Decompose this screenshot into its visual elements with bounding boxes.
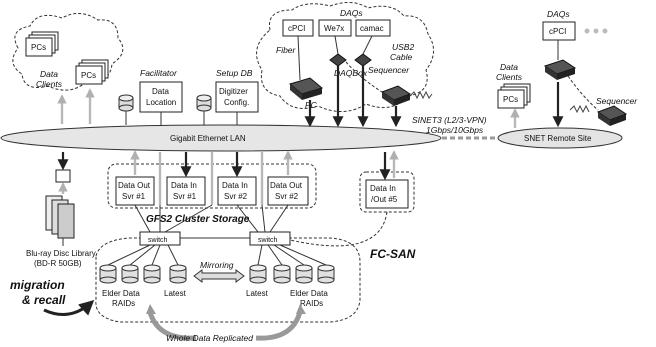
- lan-label: Gigabit Ethernet LAN: [170, 134, 246, 143]
- data-clients-cloud: [12, 13, 124, 91]
- switch-right: switch: [249, 231, 291, 246]
- pc-device-local: [288, 35, 324, 100]
- whole-data-replicated-label: Whole Data Replicated: [166, 333, 253, 343]
- remote-clients-label-1: Data: [500, 62, 518, 72]
- svr-in1-label-2: Svr #1: [173, 192, 197, 201]
- older-left-label-1: Elder Data: [102, 289, 140, 298]
- database-icon-left: [118, 94, 134, 112]
- remote-clients-label-2: Clients: [496, 72, 523, 82]
- pcs-stack-left: PCs: [25, 31, 59, 57]
- setup-db-label: Setup DB: [216, 68, 253, 78]
- switch-left-label: switch: [148, 237, 168, 244]
- bluray-library-icon: [45, 169, 75, 239]
- older-right-label-1: Elder Data: [290, 289, 328, 298]
- gfs2-label: GFS2 Cluster Storage: [146, 214, 250, 225]
- pcs-stack-right: PCs: [75, 59, 109, 85]
- sinet-label-1: SINET3 (L2/3-VPN): [412, 115, 487, 125]
- data-clients-label-2: Clients: [36, 79, 63, 89]
- remote-pcs-stack: PCs: [497, 83, 531, 109]
- bluray-label-1: Blu-ray Disc Library: [26, 249, 96, 258]
- bluray-label-2: (BD-R 50GB): [34, 259, 82, 268]
- daqs-local-label: DAQs: [340, 8, 363, 18]
- pcs-label-b: PCs: [81, 71, 96, 80]
- fiber-label: Fiber: [276, 45, 297, 55]
- snet-remote-site-ellipse: SNET Remote Site: [497, 127, 623, 149]
- daqbox-label: DAQBox: [334, 68, 368, 78]
- raid-disk-group-right: [249, 264, 335, 284]
- server-data-in-1: Data In Svr #1: [166, 176, 206, 206]
- signal-zigzag-remote: [569, 104, 590, 114]
- pcs-label-a: PCs: [31, 43, 46, 52]
- digitizer-label-2: Config.: [224, 98, 249, 107]
- sequencer-device-remote: [596, 105, 628, 126]
- sequencer-remote-label: Sequencer: [596, 96, 638, 106]
- camac-box: camac: [355, 19, 391, 37]
- data-clients-label-1: Data: [40, 69, 58, 79]
- server-data-in-2: Data In Svr #2: [217, 176, 257, 206]
- snet-remote-label: SNET Remote Site: [524, 134, 592, 143]
- recall-label: & recall: [22, 293, 66, 307]
- camac-label: camac: [360, 24, 384, 33]
- server-data-io-5: Data In /Out #5: [359, 171, 415, 213]
- svr-io5-label-2: /Out #5: [371, 195, 398, 204]
- daqs-remote-label: DAQs: [547, 9, 570, 19]
- sequencer-local-label: Sequencer: [368, 65, 410, 75]
- fcsan-label: FC-SAN: [370, 247, 416, 261]
- cpci-box: cPCI: [282, 19, 314, 37]
- digitizer-label-1: Digitizer: [219, 87, 248, 96]
- database-icon-right: [196, 94, 212, 112]
- migration-label: migration: [10, 278, 65, 292]
- sinet-label-2: 1Gbps/10Gbps: [426, 125, 484, 135]
- pc-local-label: PC: [305, 100, 318, 110]
- older-right-label-2: RAIDs: [300, 299, 323, 308]
- data-location-label-2: Location: [146, 98, 176, 107]
- mirroring-label: Mirroring: [200, 260, 234, 270]
- raid-disk-group-left: [99, 264, 187, 284]
- data-location-label-1: Data: [152, 87, 169, 96]
- cpci-label: cPCI: [288, 24, 305, 33]
- server-data-out-1: Data Out Svr #1: [115, 176, 155, 206]
- server-data-out-2: Data Out Svr #2: [267, 176, 309, 206]
- cpci-remote-label: cPCI: [549, 27, 566, 36]
- gigabit-lan-ellipse: Gigabit Ethernet LAN: [0, 124, 442, 152]
- data-location-box: Data Location: [139, 81, 183, 113]
- daqs-local-cloud: [256, 2, 434, 112]
- latest-left-label: Latest: [164, 289, 187, 298]
- svr-in2-label-1: Data In: [222, 181, 248, 190]
- latest-right-label: Latest: [246, 289, 269, 298]
- we7x-label: We7x: [324, 24, 344, 33]
- remote-pcs-label: PCs: [503, 95, 518, 104]
- pc-device-remote: [543, 59, 577, 80]
- usb2-label-1: USB2: [392, 42, 414, 52]
- switch-right-label: switch: [258, 237, 278, 244]
- svr-out1-label-1: Data Out: [118, 181, 151, 190]
- facilitator-label: Facilitator: [140, 68, 178, 78]
- signal-zigzag-local: [409, 90, 433, 100]
- digitizer-config-box: Digitizer Config.: [215, 81, 259, 113]
- usb2-label-2: Cable: [390, 52, 412, 62]
- sequencer-device-local: [380, 85, 412, 106]
- svr-in2-label-2: Svr #2: [224, 192, 248, 201]
- svr-out2-label-2: Svr #2: [275, 192, 299, 201]
- ellipsis-dots: [584, 28, 608, 34]
- svr-out1-label-2: Svr #1: [122, 192, 146, 201]
- cpci-remote-box: cPCI: [542, 21, 576, 41]
- storage-region: [95, 237, 361, 323]
- svr-in1-label-1: Data In: [171, 181, 197, 190]
- older-left-label-2: RAIDs: [112, 299, 135, 308]
- svr-io5-label-1: Data In: [370, 184, 396, 193]
- svr-out2-label-1: Data Out: [270, 181, 303, 190]
- switch-left: switch: [139, 231, 181, 246]
- daqbox-device-2: [354, 35, 373, 67]
- we7x-box: We7x: [318, 19, 352, 37]
- daqbox-device-1: [329, 35, 347, 67]
